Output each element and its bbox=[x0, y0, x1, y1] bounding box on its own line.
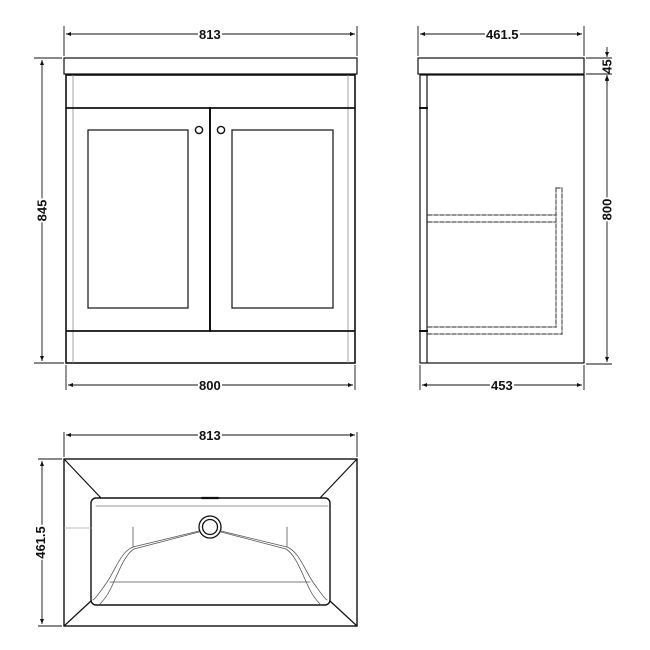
side-basin-top bbox=[417, 57, 585, 75]
front-overall-height-label: 845 bbox=[34, 198, 50, 223]
plan-view bbox=[63, 458, 358, 627]
side-dimensions bbox=[417, 26, 612, 390]
left-door-knob-icon bbox=[194, 125, 204, 135]
side-view bbox=[417, 57, 585, 364]
basin-outer-edge bbox=[63, 458, 358, 627]
plan-depth-label: 461.5 bbox=[32, 525, 48, 560]
plan-dimensions bbox=[38, 432, 358, 627]
front-cabinet-body bbox=[65, 74, 356, 364]
left-door-panel bbox=[87, 129, 189, 309]
front-dimensions bbox=[34, 26, 358, 390]
side-top-depth-label: 461.5 bbox=[485, 27, 520, 42]
side-cabinet-body bbox=[419, 74, 585, 364]
front-view bbox=[63, 57, 358, 364]
right-door-knob-icon bbox=[216, 125, 226, 135]
right-door-panel bbox=[231, 129, 334, 309]
side-cabinet-height-label: 800 bbox=[599, 197, 615, 222]
waste-outlet-icon bbox=[198, 515, 222, 539]
side-bottom-depth-label: 453 bbox=[490, 378, 514, 393]
side-basin-thickness-label: 45 bbox=[599, 59, 615, 74]
front-basin-top bbox=[63, 57, 358, 75]
plan-width-label: 813 bbox=[198, 428, 222, 443]
front-bottom-width-label: 800 bbox=[198, 378, 222, 393]
front-top-width-label: 813 bbox=[198, 27, 222, 42]
